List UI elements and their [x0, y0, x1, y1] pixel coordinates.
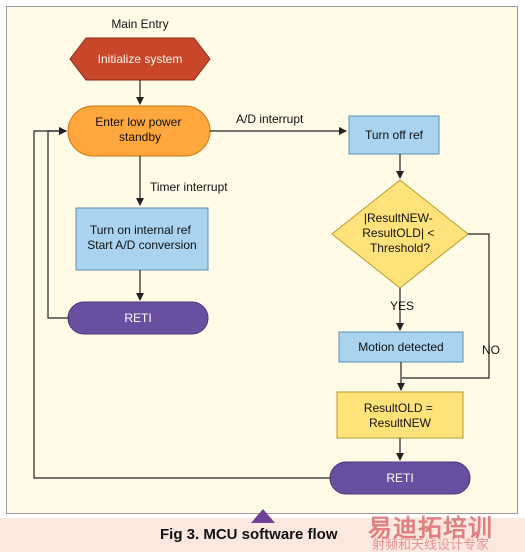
caption-bar [0, 518, 525, 552]
figure-caption: Fig 3. MCU software flow [160, 526, 338, 543]
initialize-hexagon [69, 37, 211, 81]
turn-off-ref-label: Turn off ref [365, 128, 424, 142]
motion-detected-label: Motion detected [358, 340, 443, 354]
yes-label: YES [390, 299, 414, 313]
turn-on-ref-box [75, 207, 209, 271]
threshold-line-3: Threshold? [370, 241, 430, 255]
result-assign-line-2: ResultNEW [369, 416, 432, 430]
caption-triangle-icon [251, 509, 275, 523]
turn-on-ref-line-1: Turn on internal ref [90, 223, 192, 237]
watermark-tagline: 射频和天线设计专家 [372, 537, 490, 552]
turn-on-ref-label: Turn on internal ref Start A/D conversio… [87, 223, 196, 252]
watermark-logo: 易迪拓培训 [368, 515, 493, 542]
reti-bottom-label: RETI [386, 471, 413, 485]
threshold-line-1: |ResultNEW- [364, 211, 433, 225]
result-assign-label: ResultOLD = ResultNEW [364, 401, 436, 430]
edge-reti-left-loop [47, 127, 68, 319]
reti-bottom-terminator [329, 461, 471, 495]
turn-on-ref-line-2: Start A/D conversion [87, 238, 196, 252]
motion-detected-box [338, 331, 464, 363]
ad-interrupt-label: A/D interrupt [236, 112, 304, 126]
enter-low-power-label: Enter low power standby [95, 115, 184, 144]
timer-interrupt-label: Timer interrupt [150, 180, 228, 194]
threshold-label: |ResultNEW- ResultOLD| < Threshold? [362, 211, 438, 255]
turn-off-ref-box [348, 115, 440, 155]
edge-no [402, 233, 490, 379]
enter-low-power-line-1: Enter low power [95, 115, 181, 129]
result-assign-box [336, 391, 464, 439]
result-assign-line-1: ResultOLD = [364, 401, 433, 415]
threshold-line-2: ResultOLD| < [362, 226, 434, 240]
edge-reti-bottom-loop [33, 127, 330, 479]
no-label: NO [482, 343, 500, 357]
reti-left-label: RETI [124, 311, 151, 325]
main-entry-label: Main Entry [111, 17, 168, 31]
initialize-label: Initialize system [98, 52, 183, 66]
enter-low-power-line-2: standby [119, 130, 161, 144]
